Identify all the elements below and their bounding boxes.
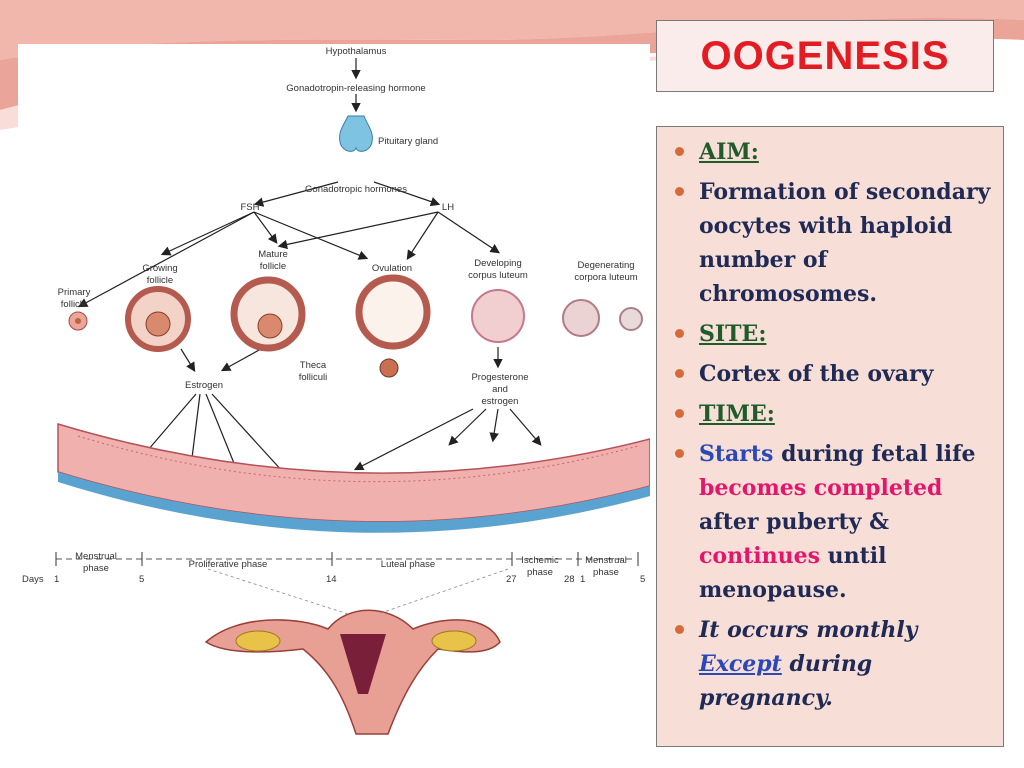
label-luteal: Luteal phase (381, 559, 435, 570)
label-degenerating-cl-2: corpora luteum (574, 272, 637, 283)
bullet-dot (675, 449, 684, 458)
bullet-time: TIME: (671, 397, 993, 431)
label-developing-cl-2: corpus luteum (468, 270, 528, 281)
bullet-dot (675, 329, 684, 338)
label-menstrual-2a: Menstrual (585, 555, 627, 566)
label-day-5b: 5 (640, 574, 645, 585)
bullet-aim: AIM: (671, 135, 993, 169)
label-growing-follicle-1: Growing (142, 263, 177, 274)
label-fsh: FSH (241, 202, 260, 213)
label-proliferative: Proliferative phase (189, 559, 268, 570)
oogenesis-figure: Hypothalamus Gonadotropin-releasing horm… (18, 44, 650, 748)
bullet-dot (675, 409, 684, 418)
bullet-monthly: It occurs monthly Except during pregnanc… (671, 613, 993, 715)
bullet-list: AIM: Formation of secondary oocytes with… (671, 135, 993, 715)
content-box: AIM: Formation of secondary oocytes with… (656, 126, 1004, 747)
bullet-dot (675, 625, 684, 634)
label-mature-follicle-1: Mature (258, 249, 288, 260)
label-ischemic-a: Ischemic (521, 555, 559, 566)
label-estrogen: Estrogen (185, 380, 223, 391)
label-progesterone: Progesterone (471, 372, 528, 383)
label-menstrual-2b: phase (593, 567, 619, 578)
label-days: Days (22, 574, 44, 585)
slide-title: OOGENESIS (700, 33, 950, 78)
label-gonadotropic: Gonadotropic hormones (305, 184, 407, 195)
label-day-28: 28 (564, 574, 575, 585)
label-theca-2: folliculi (299, 372, 328, 383)
label-day-1b: 1 (580, 574, 585, 585)
label-growing-follicle-2: follicle (147, 275, 173, 286)
label-pituitary: Pituitary gland (378, 136, 438, 147)
label-ovulation: Ovulation (372, 263, 412, 274)
label-and: and (492, 384, 508, 395)
label-primary-follicle-1: Primary (58, 287, 91, 298)
label-menstrual-1a: Menstrual (75, 551, 117, 562)
label-theca-1: Theca (300, 360, 327, 371)
hormone-cycle-diagram: Hypothalamus Gonadotropin-releasing horm… (22, 46, 650, 735)
slide-title-box: OOGENESIS (656, 20, 994, 92)
label-menstrual-1b: phase (83, 563, 109, 574)
label-hypothalamus: Hypothalamus (326, 46, 387, 57)
bullet-dot (675, 369, 684, 378)
bullet-time-text: Starts during fetal life becomes complet… (671, 437, 993, 607)
label-developing-cl-1: Developing (474, 258, 522, 269)
label-day-1: 1 (54, 574, 59, 585)
label-lh: LH (442, 202, 454, 213)
label-gnrh: Gonadotropin-releasing hormone (286, 83, 425, 94)
bullet-dot (675, 147, 684, 156)
label-degenerating-cl-1: Degenerating (577, 260, 634, 271)
bullet-aim-text: Formation of secondary oocytes with hapl… (671, 175, 993, 311)
label-mature-follicle-2: follicle (260, 261, 286, 272)
label-day-5: 5 (139, 574, 144, 585)
label-estrogen-2: estrogen (482, 396, 519, 407)
bullet-site-text: Cortex of the ovary (671, 357, 993, 391)
bullet-dot (675, 187, 684, 196)
label-day-27: 27 (506, 574, 517, 585)
bullet-site: SITE: (671, 317, 993, 351)
label-ischemic-b: phase (527, 567, 553, 578)
label-day-14: 14 (326, 574, 337, 585)
label-primary-follicle-2: follicle (61, 299, 87, 310)
